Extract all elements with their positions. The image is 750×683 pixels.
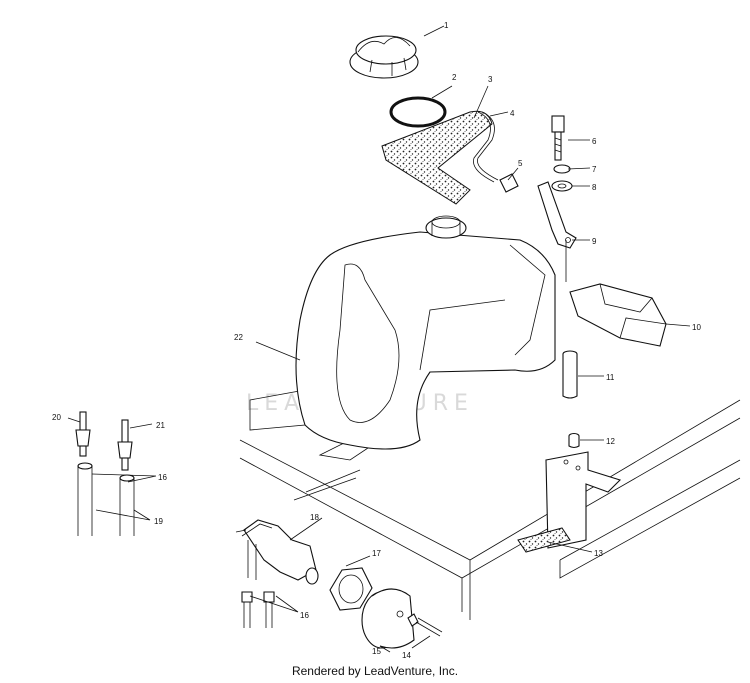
callout-16-upper: 16 [158,473,167,482]
fitting-left [75,411,91,457]
callout-22: 22 [234,333,243,342]
callout-9: 9 [592,237,597,246]
callout-14: 14 [402,651,411,660]
callout-4: 4 [510,109,515,118]
callout-17: 17 [372,549,381,558]
mounting-bracket [537,181,577,282]
washer-large [551,180,573,192]
fitting-right [117,419,133,471]
callout-labels: 1 2 3 4 5 6 7 8 9 10 11 12 13 14 15 16 1… [52,21,701,660]
washer-small [553,164,571,174]
frame-pad [517,527,571,553]
callout-16-lower: 16 [300,611,309,620]
vent-fitting [499,173,519,193]
callout-10: 10 [692,323,701,332]
callout-5: 5 [518,159,523,168]
callout-15: 15 [372,647,381,656]
hex-nut [329,567,373,611]
callout-12: 12 [606,437,615,446]
fuel-tank [295,215,556,450]
fuel-cap [349,35,419,79]
fuel-lines [77,462,135,536]
callout-6: 6 [592,137,597,146]
fuel-valve [235,519,319,585]
callout-13: 13 [594,549,603,558]
o-ring [389,96,447,128]
callout-3: 3 [488,75,493,84]
spacer-tube [562,350,578,399]
vent-hose [473,111,495,183]
footer-credit: Rendered by LeadVenture, Inc. [291,664,459,678]
bushing [568,432,580,449]
callout-21: 21 [156,421,165,430]
support-block [569,283,667,347]
callout-7: 7 [592,165,597,174]
callout-11: 11 [606,373,615,382]
frame-mount [545,451,622,549]
bolt [551,115,565,161]
callout-1: 1 [444,21,449,30]
callout-20: 20 [52,413,61,422]
leader-lines [67,25,691,653]
valve-cap [361,588,415,649]
callout-18: 18 [310,513,319,522]
callout-2: 2 [452,73,457,82]
callout-8: 8 [592,183,597,192]
foam-pad [381,110,493,205]
screw [407,613,443,637]
callout-19: 19 [154,517,163,526]
hose-clamps-lower [241,591,275,628]
